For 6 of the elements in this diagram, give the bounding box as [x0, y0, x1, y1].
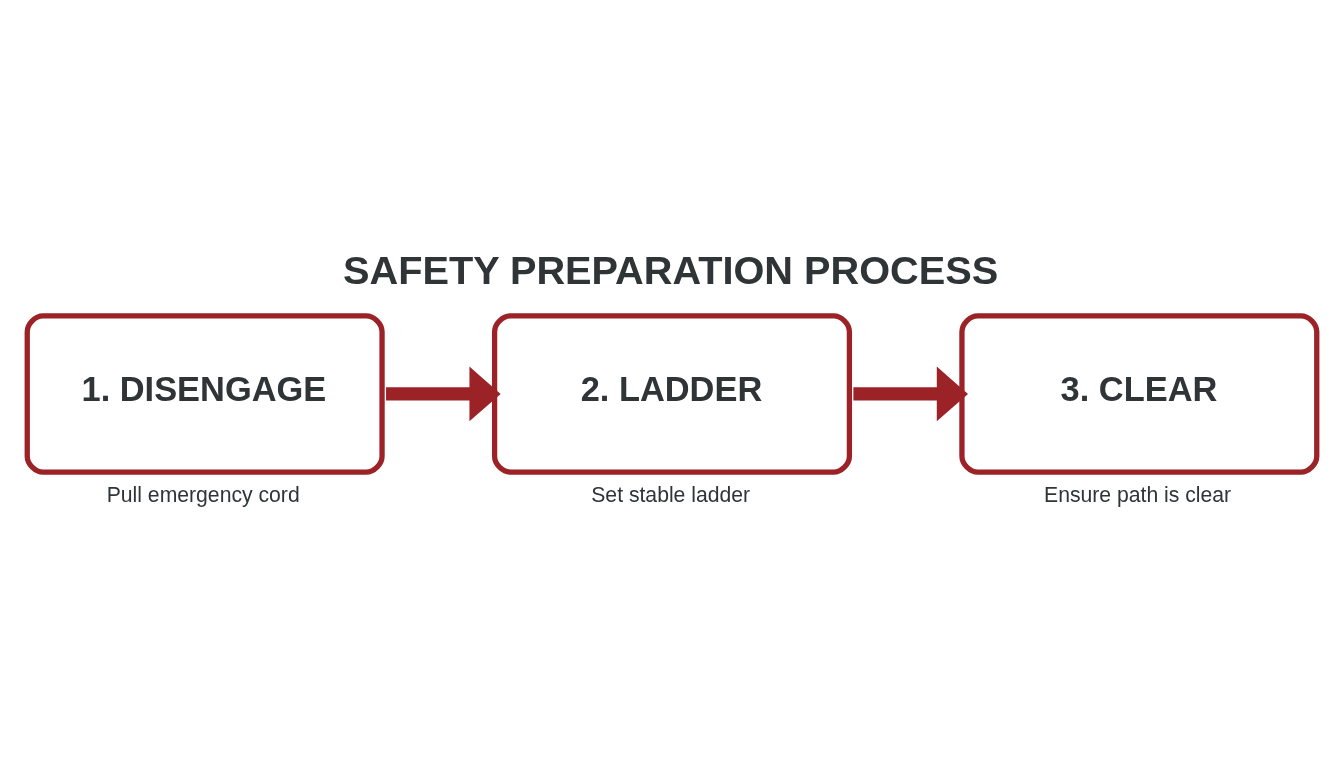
node-label: Set stable ladder — [591, 483, 751, 507]
node-label: Pull emergency cord — [106, 483, 300, 507]
diagram-title: SAFETY PREPARATION PROCESS — [343, 248, 999, 293]
arrow — [386, 366, 501, 422]
arrow — [853, 366, 969, 422]
node-label: Ensure path is clear — [1044, 483, 1232, 507]
